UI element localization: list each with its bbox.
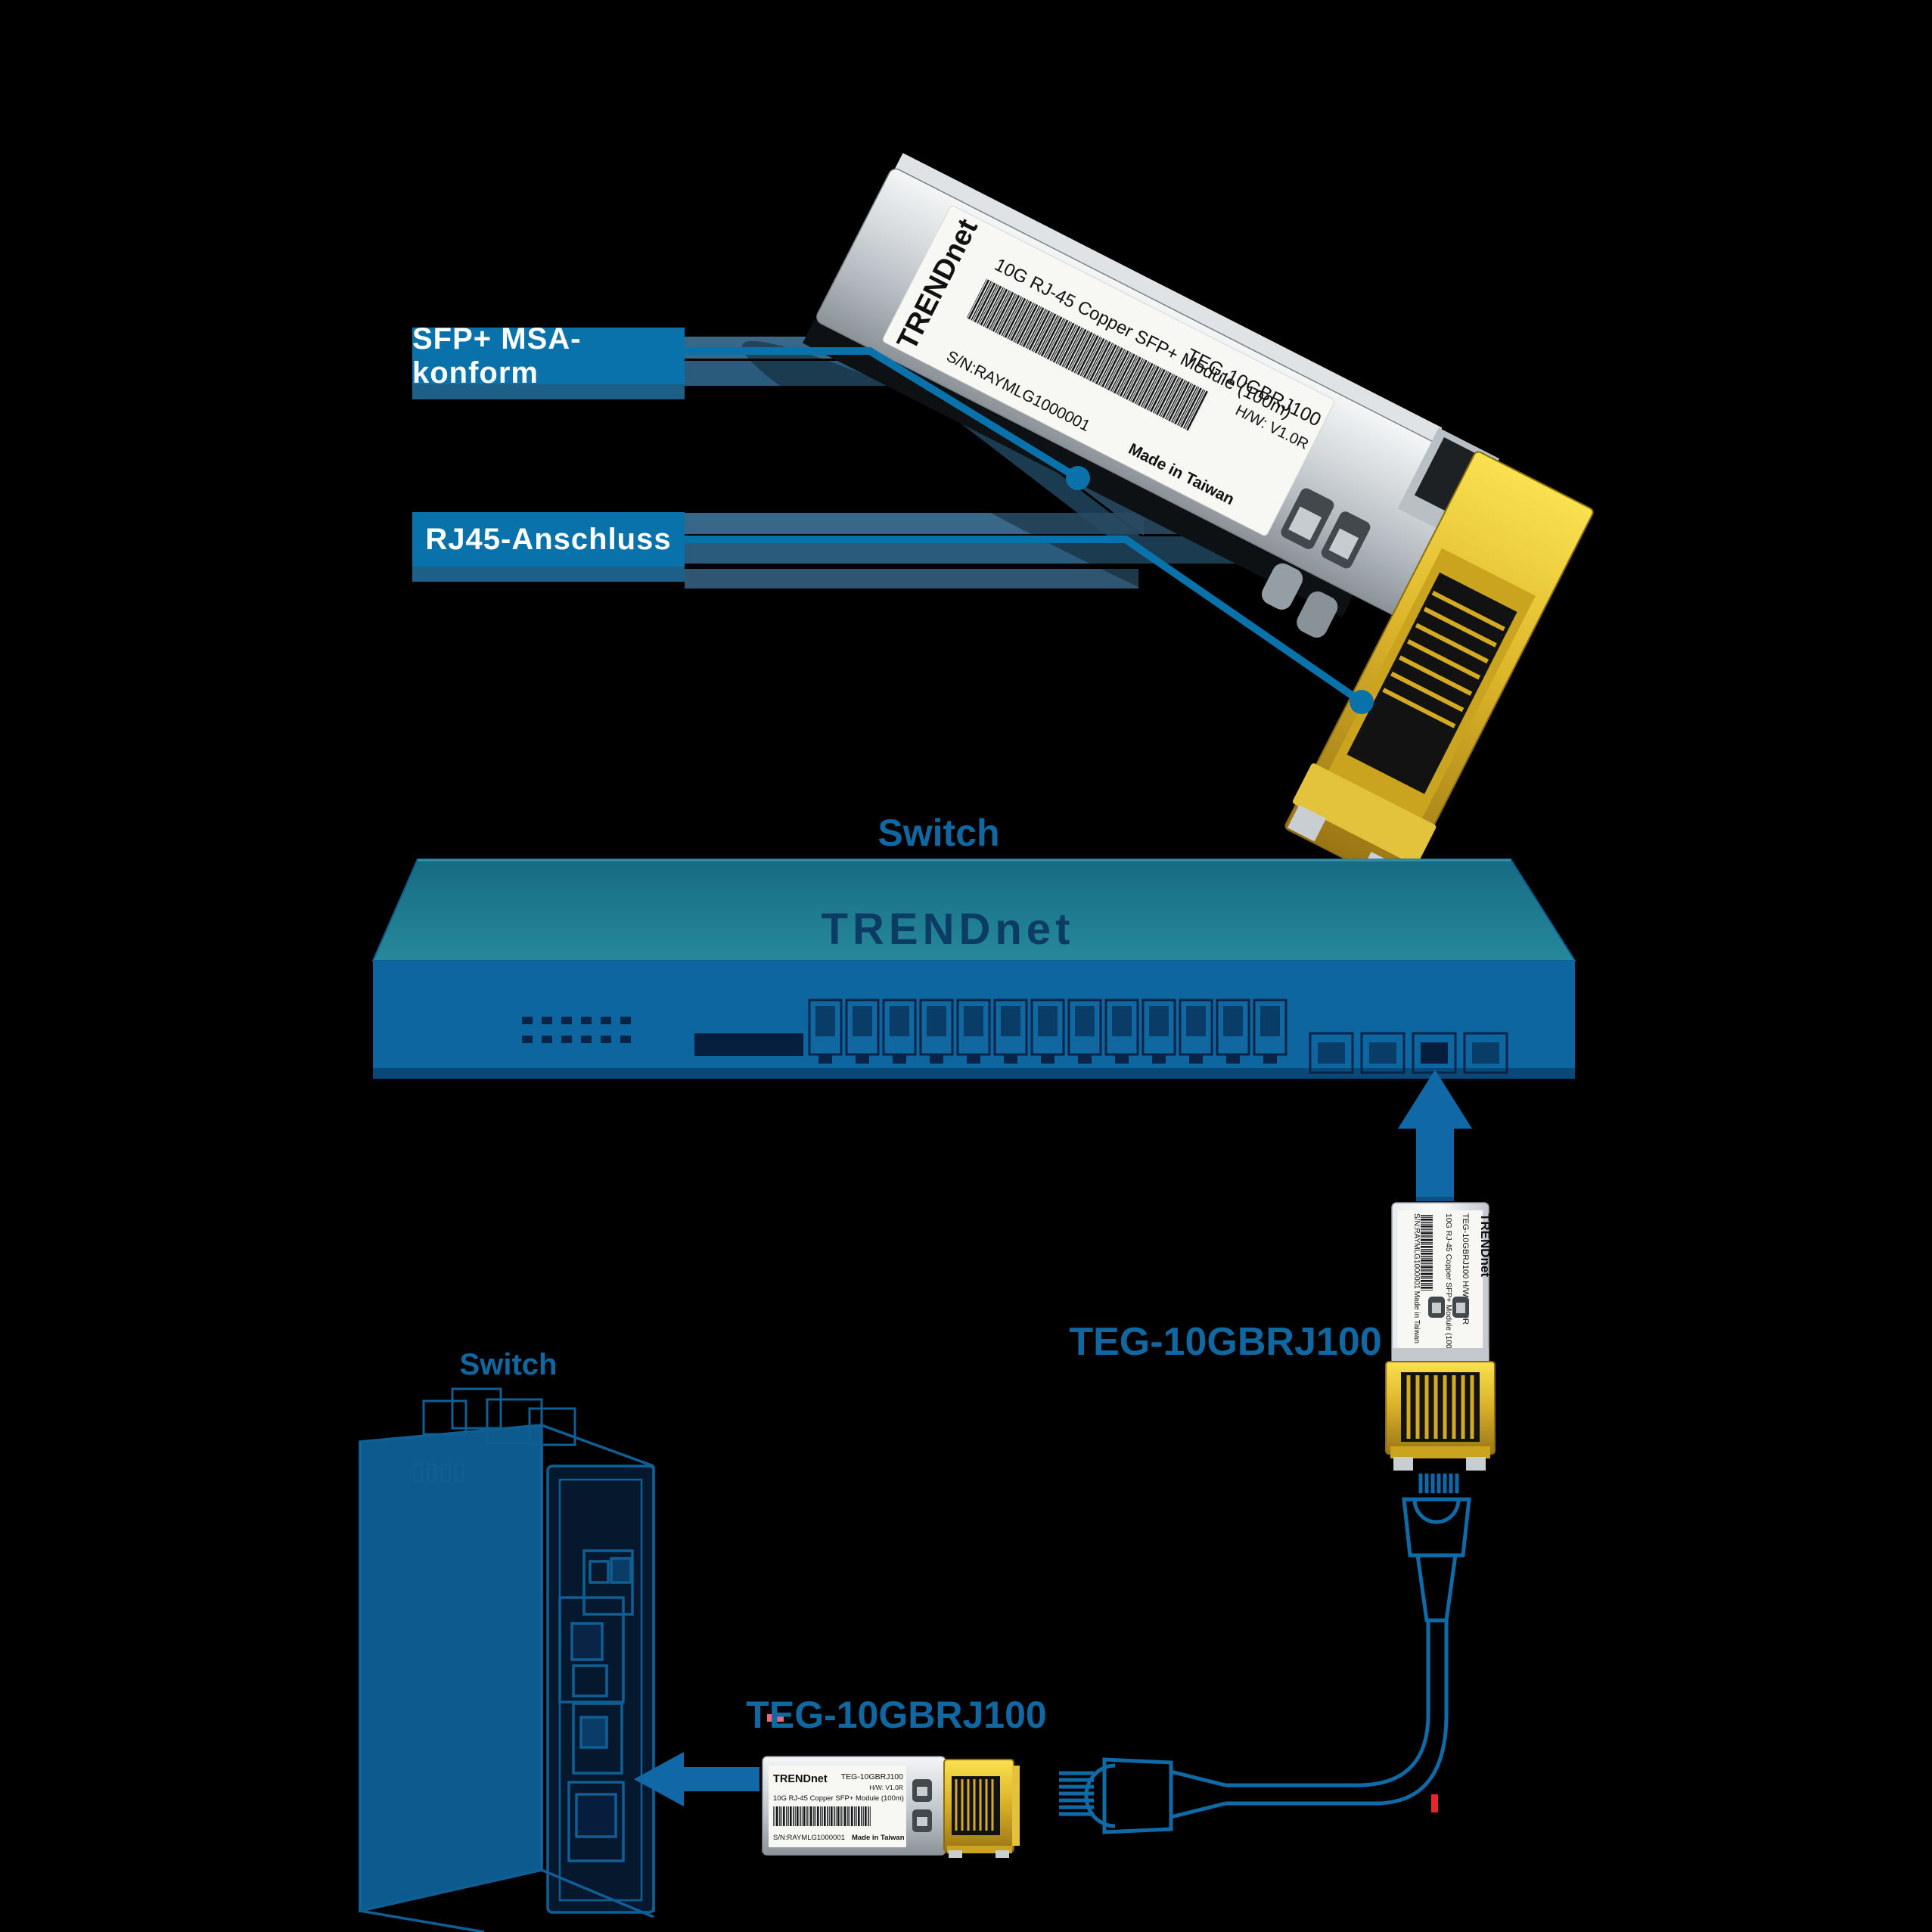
label-barcode bbox=[966, 278, 1210, 432]
module-shadow bbox=[741, 340, 1377, 671]
cable-plug-body-top bbox=[1402, 1497, 1471, 1558]
module-foot bbox=[1466, 1457, 1486, 1471]
callout-rj45-label: RJ45-Anschluss bbox=[425, 522, 672, 556]
latch-hinge bbox=[1261, 563, 1303, 610]
module-cutout-tab bbox=[1288, 506, 1322, 541]
insert-arrow-up bbox=[1398, 1070, 1472, 1201]
switch-sfp-slots bbox=[1309, 1032, 1508, 1074]
module-model-title-right: TEG-10GBRJ100 bbox=[1069, 1320, 1382, 1364]
module-top-face bbox=[894, 153, 1443, 444]
callout-rj45: RJ45-Anschluss bbox=[412, 512, 685, 567]
port-outline bbox=[572, 1702, 623, 1775]
callout-sfp-msa: SFP+ MSA-konform bbox=[412, 322, 685, 390]
module-label bbox=[1398, 1210, 1483, 1348]
label-serial-origin: S/N:RAYMLG1000001 Made in Taiwan bbox=[1412, 1213, 1421, 1343]
cable-plug-latch-top bbox=[1412, 1499, 1461, 1524]
red-artifact bbox=[767, 1714, 784, 1722]
switch-slot-dark bbox=[694, 1033, 803, 1056]
rj45-gold-base bbox=[947, 1846, 1012, 1853]
port-outline bbox=[589, 1560, 610, 1584]
switch-front-lip bbox=[373, 1068, 1575, 1079]
callout-sfp-msa-lip bbox=[412, 384, 685, 399]
pointer-dot-rj45 bbox=[1350, 690, 1374, 714]
sfp-module-photo-vertical: TRENDnet TEG-10GBRJ100 H/W: V1.0R 10G RJ… bbox=[1381, 1197, 1501, 1478]
module-cutout-tab bbox=[917, 1787, 927, 1796]
cable-plug-pins-left bbox=[1059, 1771, 1094, 1816]
port-fill bbox=[570, 1622, 604, 1661]
top-switch-illustration: TRENDnet bbox=[371, 859, 1576, 1079]
module-cutout-tab bbox=[1432, 1303, 1441, 1313]
pointer-line-sfp bbox=[685, 347, 1080, 482]
switch-port-column bbox=[546, 1465, 655, 1914]
switch-title-top: Switch bbox=[877, 812, 1000, 854]
rj45-pins bbox=[1382, 590, 1505, 728]
module-foot bbox=[996, 1850, 1009, 1858]
ribbon-band-light bbox=[685, 569, 1138, 589]
label-barcode bbox=[1421, 1215, 1433, 1291]
callout-sfp-msa-label: SFP+ MSA-konform bbox=[412, 321, 582, 390]
module-foot bbox=[1393, 1457, 1413, 1471]
module-foot bbox=[1287, 804, 1327, 842]
label-barcode bbox=[773, 1806, 871, 1826]
port-outline bbox=[558, 1596, 625, 1704]
sfp-module-photo-bottom: TRENDnet TEG-10GBRJ100 H/W: V1.0R 10G RJ… bbox=[762, 1756, 1020, 1858]
rj45-pins bbox=[1406, 1375, 1474, 1439]
cable-line bbox=[1225, 1620, 1449, 1806]
switch-base-lines bbox=[359, 1868, 654, 1932]
insert-arrow-left bbox=[634, 1752, 759, 1806]
rj45-gold-lip bbox=[1292, 763, 1437, 865]
pointer-line-rj45 bbox=[685, 536, 1364, 706]
callout-pointers bbox=[685, 347, 1374, 714]
sfp-slot-target bbox=[575, 1793, 617, 1838]
switch-top-connectors bbox=[413, 1387, 576, 1483]
label-desc: 10G RJ-45 Copper SFP+ Module (100m) bbox=[773, 1794, 904, 1803]
rj45-pins bbox=[955, 1779, 994, 1831]
cable-line bbox=[1225, 1620, 1430, 1788]
cable-boot-top bbox=[1415, 1553, 1458, 1623]
cage-notch bbox=[1414, 436, 1489, 518]
module-cutout-tab bbox=[1328, 528, 1359, 560]
rj45-cavity bbox=[1401, 1372, 1480, 1442]
module-cutout-tab bbox=[1456, 1303, 1465, 1313]
module-model-title-bottom: TEG-10GBRJ100 bbox=[746, 1694, 1047, 1736]
cable-plug-latch-left bbox=[1084, 1763, 1116, 1828]
rj45-cavity bbox=[1346, 572, 1517, 794]
port-outline bbox=[572, 1664, 608, 1697]
label-serial: S/N:RAYMLG1000001 bbox=[773, 1834, 845, 1842]
rj45-gold-lip bbox=[1012, 1766, 1020, 1846]
module-foot bbox=[949, 1850, 962, 1858]
label-brand: TRENDnet bbox=[1478, 1213, 1492, 1277]
ethernet-cable bbox=[1059, 1474, 1471, 1834]
port-outline bbox=[567, 1781, 625, 1862]
pointer-dot-sfp bbox=[1066, 466, 1090, 490]
port-outline bbox=[582, 1549, 634, 1616]
cable-boot-left bbox=[1170, 1769, 1226, 1819]
callout-rj45-lip bbox=[412, 567, 685, 582]
switch-leds bbox=[522, 1017, 631, 1043]
port-fill bbox=[579, 1716, 608, 1749]
label-brand: TRENDnet bbox=[773, 1773, 828, 1785]
cable-plug-body-left bbox=[1102, 1757, 1173, 1834]
cable-plug-pins-top bbox=[1418, 1474, 1459, 1493]
label-hw: H/W: V1.0R bbox=[869, 1784, 903, 1791]
sfp-slot-target bbox=[1421, 1042, 1448, 1064]
red-artifact bbox=[1431, 1794, 1438, 1812]
sfp-module-photo-top: TRENDnet 10G RJ-45 Copper SFP+ Module (1… bbox=[741, 153, 1594, 889]
switch-title-bottom: Switch bbox=[459, 1348, 558, 1381]
label-desc: 10G RJ-45 Copper SFP+ Module (100m) bbox=[1444, 1213, 1453, 1358]
label-origin: Made in Taiwan bbox=[852, 1834, 905, 1842]
switch-side-panel bbox=[359, 1424, 543, 1913]
latch-hinge bbox=[1297, 591, 1338, 638]
rj45-gold-lip bbox=[1390, 1446, 1490, 1458]
label-model: TEG-10GBRJ100 bbox=[841, 1772, 903, 1781]
port-fill bbox=[610, 1557, 632, 1584]
bottom-switch-illustration bbox=[359, 1387, 655, 1932]
module-cutout-tab bbox=[917, 1817, 927, 1826]
switch-brand-text: TRENDnet bbox=[822, 905, 1075, 954]
